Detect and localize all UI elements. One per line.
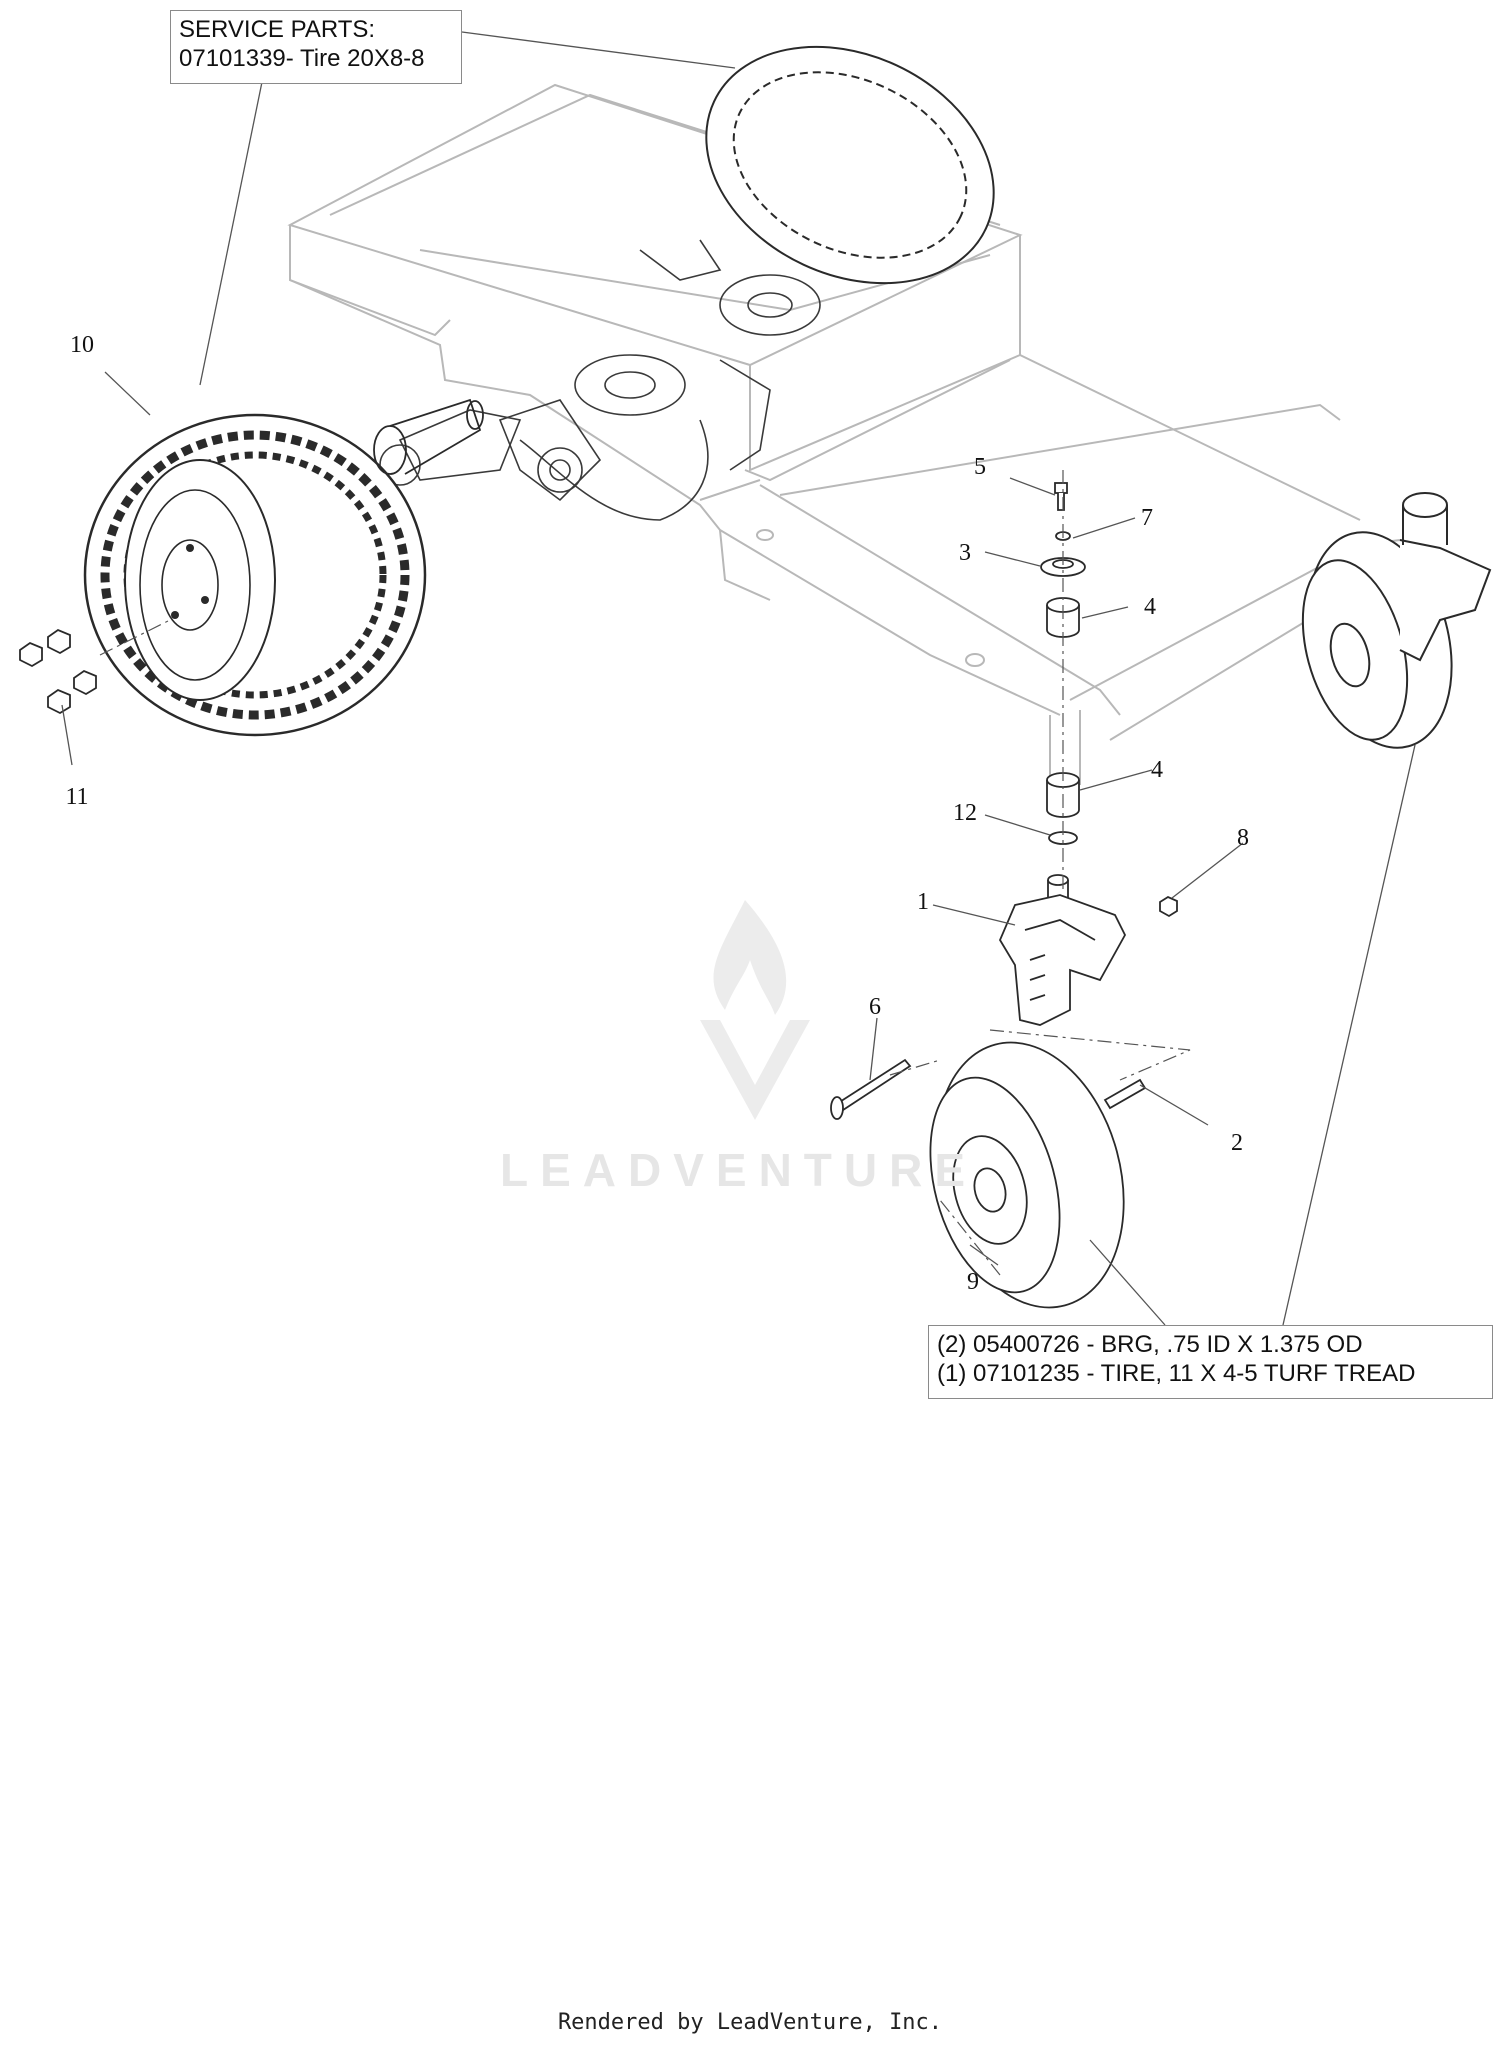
part-number-4a: 4 — [1144, 594, 1156, 620]
leader-lines — [61, 31, 1416, 1326]
part-number-4b: 4 — [1151, 757, 1163, 783]
axle-hub — [373, 398, 484, 475]
part-number-10: 10 — [70, 332, 94, 358]
part-number-11: 11 — [65, 784, 89, 810]
caster-parts-bearing: (2) 05400726 - BRG, .75 ID X 1.375 OD — [937, 1331, 1363, 1358]
watermark-logo — [700, 900, 810, 1120]
right-caster-wheel — [1301, 492, 1492, 749]
caster-parts-tire: (1) 07101235 - TIRE, 11 X 4-5 TURF TREAD — [937, 1360, 1416, 1387]
alignment-lines — [99, 470, 1191, 1276]
service-parts-tire: 07101339- Tire 20X8-8 — [179, 45, 425, 72]
service-parts-callout: SERVICE PARTS: 07101339- Tire 20X8-8 — [170, 10, 462, 84]
part-number-1: 1 — [917, 889, 929, 915]
part-number-6: 6 — [869, 994, 881, 1020]
part-number-12: 12 — [953, 800, 977, 826]
service-parts-title: SERVICE PARTS: — [179, 16, 376, 43]
part-number-8: 8 — [1237, 825, 1249, 851]
lug-nuts — [19, 628, 97, 715]
caster-parts-callout: (2) 05400726 - BRG, .75 ID X 1.375 OD (1… — [928, 1325, 1493, 1399]
rear-tire-left — [83, 413, 427, 737]
part-number-5: 5 — [974, 454, 986, 480]
part-number-2: 2 — [1231, 1130, 1243, 1156]
exploded-parts — [830, 482, 1178, 1309]
footer-credit: Rendered by LeadVenture, Inc. — [557, 2010, 943, 2035]
watermark-text: LEADVENTURE — [500, 1144, 978, 1196]
part-number-9: 9 — [967, 1269, 979, 1295]
part-number-3: 3 — [959, 540, 971, 566]
rear-tire-back — [705, 45, 995, 285]
part-number-7: 7 — [1141, 505, 1153, 531]
